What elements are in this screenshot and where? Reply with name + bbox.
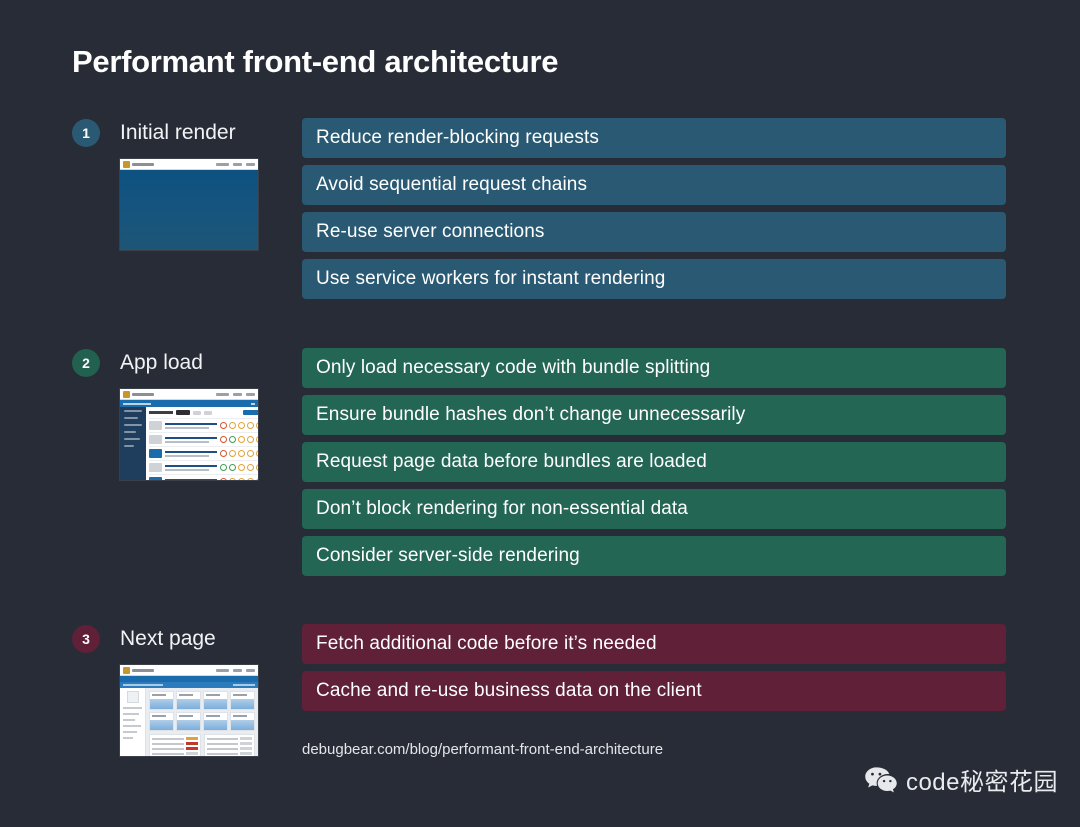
thumb-dashboard-body (120, 688, 258, 756)
thumb-logo-text (132, 392, 154, 396)
item-row[interactable]: Reduce render-blocking requests (302, 118, 1006, 158)
thumb-logo-text (132, 668, 154, 672)
thumb-nav (216, 668, 255, 672)
item-row[interactable]: Cache and re-use business data on the cl… (302, 671, 1006, 711)
section-header: 2 App load (72, 348, 287, 378)
section-left-column: 2 App load (72, 348, 287, 481)
thumb-subbar (120, 682, 258, 688)
thumb-list-row (149, 418, 258, 432)
thumb-tables (149, 734, 255, 756)
page-title: Performant front-end architecture (72, 44, 559, 79)
section-number-badge: 3 (72, 625, 100, 653)
thumb-list-row (149, 446, 258, 460)
thumb-nav (216, 392, 255, 396)
thumb-site-header (120, 665, 258, 676)
thumb-content (146, 688, 258, 756)
item-row[interactable]: Avoid sequential request chains (302, 165, 1006, 205)
thumb-site-header (120, 159, 258, 170)
thumb-sidebar (120, 688, 146, 756)
section-label: App load (120, 351, 203, 374)
thumb-list-row (149, 474, 258, 480)
item-row[interactable]: Use service workers for instant renderin… (302, 259, 1006, 299)
item-row[interactable]: Only load necessary code with bundle spl… (302, 348, 1006, 388)
thumb-logo-icon (123, 160, 130, 168)
watermark-text: code秘密花园 (905, 769, 1058, 796)
thumb-logo-icon (123, 390, 130, 398)
items-list-next-page: Fetch additional code before it’s needed… (302, 624, 1006, 718)
next-page-screenshot (119, 664, 259, 757)
thumb-list-row (149, 460, 258, 474)
thumb-site-header (120, 389, 258, 400)
section-number-badge: 2 (72, 349, 100, 377)
item-row[interactable]: Consider server-side rendering (302, 536, 1006, 576)
item-row[interactable]: Fetch additional code before it’s needed (302, 624, 1006, 664)
item-row[interactable]: Request page data before bundles are loa… (302, 442, 1006, 482)
thumb-app-bar (120, 676, 258, 682)
thumb-app-body (120, 407, 258, 480)
thumb-list-row (149, 432, 258, 446)
initial-render-screenshot (119, 158, 259, 251)
watermark: code秘密花园 (864, 762, 1058, 797)
section-header: 3 Next page (72, 624, 287, 654)
items-list-app-load: Only load necessary code with bundle spl… (302, 348, 1006, 583)
item-row[interactable]: Ensure bundle hashes don’t change unnece… (302, 395, 1006, 435)
items-list-initial-render: Reduce render-blocking requests Avoid se… (302, 118, 1006, 306)
section-header: 1 Initial render (72, 118, 287, 148)
thumb-hero-area (120, 170, 258, 250)
section-number-badge: 1 (72, 119, 100, 147)
thumb-sidebar (120, 407, 146, 480)
item-row[interactable]: Re-use server connections (302, 212, 1006, 252)
thumb-metric-grid (149, 691, 255, 731)
thumb-logo-text (132, 162, 154, 166)
source-url: debugbear.com/blog/performant-front-end-… (302, 741, 664, 758)
item-row[interactable]: Don’t block rendering for non-essential … (302, 489, 1006, 529)
thumb-breadcrumb-bar (120, 400, 258, 407)
section-left-column: 1 Initial render (72, 118, 287, 251)
thumb-content (146, 407, 258, 480)
section-label: Initial render (120, 121, 236, 144)
wechat-icon (864, 766, 898, 794)
thumb-nav (216, 162, 255, 166)
thumb-logo-icon (123, 666, 130, 674)
thumb-toolbar (149, 410, 258, 415)
section-label: Next page (120, 627, 216, 650)
app-load-screenshot (119, 388, 259, 481)
section-left-column: 3 Next page (72, 624, 287, 757)
